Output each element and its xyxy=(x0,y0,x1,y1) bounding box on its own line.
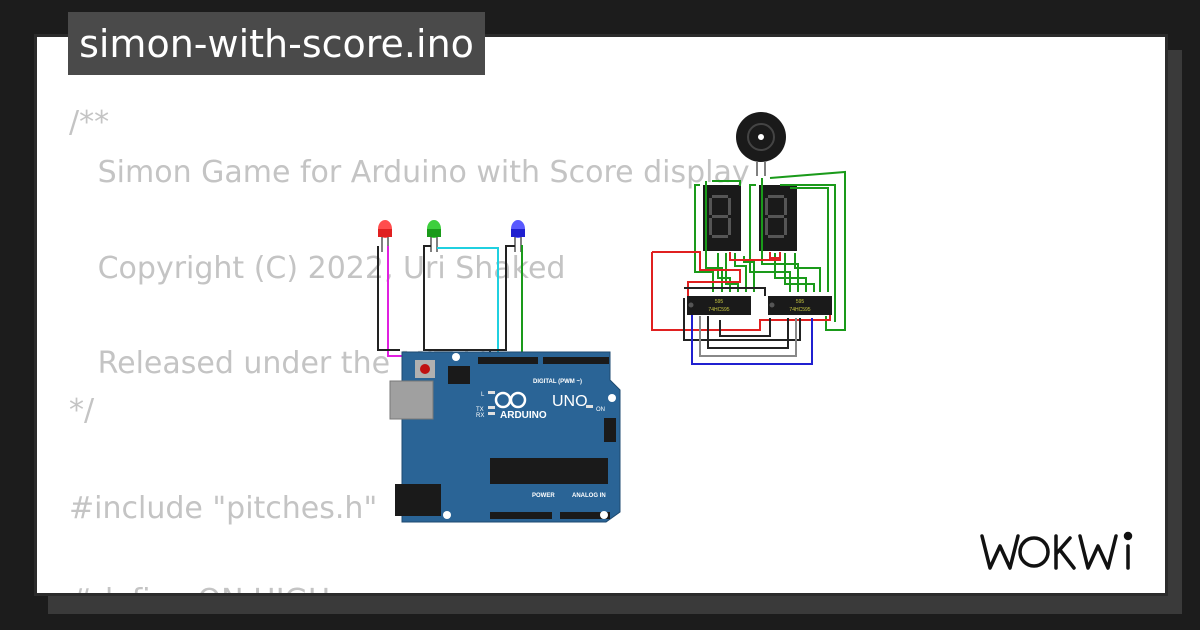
led-red[interactable] xyxy=(378,220,392,252)
svg-text:595: 595 xyxy=(715,299,724,305)
board-brand: ARDUINO xyxy=(500,410,547,421)
shift-register-2[interactable]: 595 74HC595 xyxy=(768,296,832,315)
seven-segment-display-right[interactable] xyxy=(759,185,797,251)
led-wires xyxy=(377,245,523,360)
buzzer[interactable] xyxy=(736,112,786,176)
board-analog-label: ANALOG IN xyxy=(572,493,606,499)
code-line: #define ON HIGH xyxy=(69,583,330,593)
board-power-label: POWER xyxy=(532,493,555,499)
shift-register-1[interactable]: 595 74HC595 xyxy=(687,296,751,315)
project-title-badge[interactable]: simon-with-score.ino xyxy=(68,12,485,75)
led-green[interactable] xyxy=(427,220,441,252)
display-wires xyxy=(651,170,846,365)
arduino-uno-board[interactable]: ARDUINO UNO DIGITAL (PWM ~) POWER ANALOG… xyxy=(389,351,621,523)
code-line: Simon Game for Arduino with Score displa… xyxy=(69,155,750,190)
code-line: /** xyxy=(69,105,110,140)
board-digital-label: DIGITAL (PWM ~) xyxy=(533,379,582,385)
board-led-l: L xyxy=(481,392,485,398)
wokwi-logo xyxy=(978,528,1150,581)
svg-text:595: 595 xyxy=(796,299,805,305)
code-line: Copyright (C) 2022, Uri Shaked xyxy=(69,251,566,286)
seven-segment-display-left[interactable] xyxy=(703,185,741,251)
chip1-label: 74HC595 xyxy=(708,307,729,313)
code-line: */ xyxy=(69,393,95,428)
code-line: #include "pitches.h" xyxy=(69,491,378,526)
board-on-label: ON xyxy=(596,407,605,413)
board-model: UNO xyxy=(552,393,588,410)
chip2-label: 74HC595 xyxy=(789,307,810,313)
board-led-rx: RX xyxy=(476,413,484,419)
preview-frame: /** Simon Game for Arduino with Score di… xyxy=(34,34,1168,596)
board-led-tx: TX xyxy=(476,407,484,413)
project-filename: simon-with-score.ino xyxy=(79,21,474,66)
